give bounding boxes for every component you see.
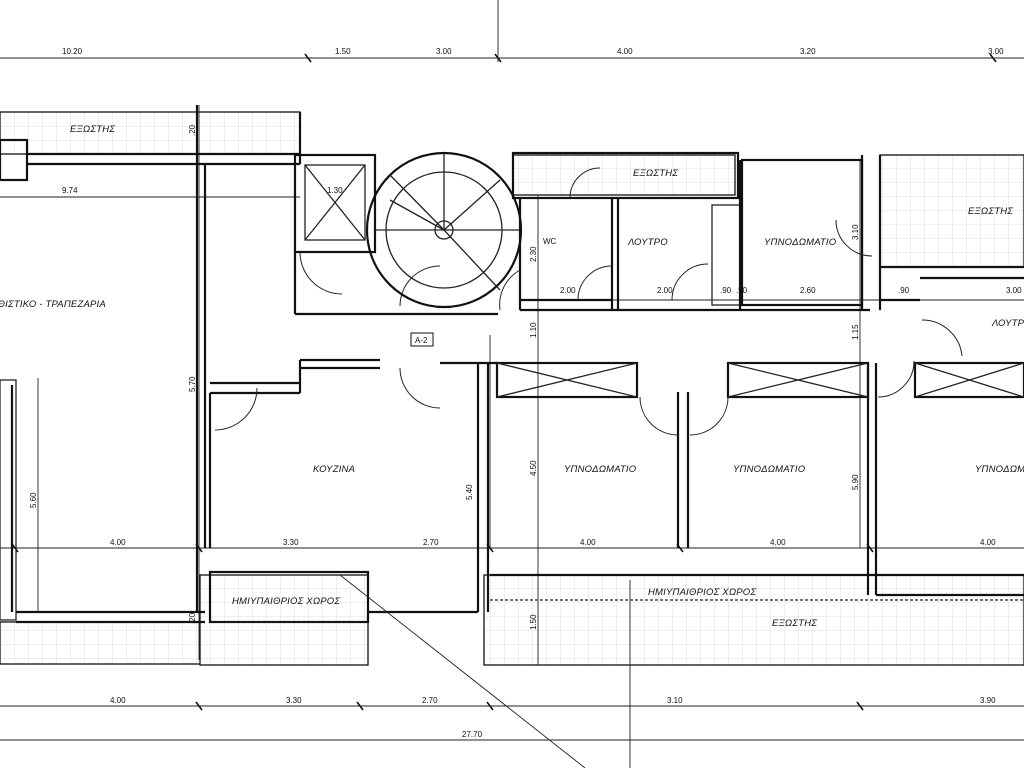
dim-mid-5: 4.00 xyxy=(770,538,786,547)
dim-v-4: 4.50 xyxy=(529,460,538,476)
dim-v-11: .20 xyxy=(188,124,197,136)
room-labels: ΣΑΛΟΝΙ - ΚΑΘΙΣΤΙΚΟ - ΤΡΑΠΕΖΑΡΙΑ ΚΟΥΖΙΝΑ … xyxy=(0,124,1024,629)
dim-bottom-total: 27.70 xyxy=(462,730,483,739)
dim-inner-2: 1.30 xyxy=(327,186,343,195)
dim-top-2: 1.50 xyxy=(335,47,351,56)
dim-v-6: 3.10 xyxy=(851,224,860,240)
balcony-bottom-right xyxy=(483,574,1024,666)
room-kitchen-label: ΚΟΥΖΙΝΑ xyxy=(313,464,355,475)
room-wc-label: WC xyxy=(543,237,557,246)
dim-top-3: 3.00 xyxy=(436,47,452,56)
dim-top-1: 10.20 xyxy=(62,47,83,56)
room-bedroom3-label: ΥΠΝΟΔΩΜΑΤΙΟ xyxy=(975,464,1024,475)
dim-v-12: .20 xyxy=(188,612,197,624)
room-bedroom-top-label: ΥΠΝΟΔΩΜΑΤΙΟ xyxy=(764,237,837,248)
dim-inner-6: .90 xyxy=(736,286,748,295)
room-bedroom1-label: ΥΠΝΟΔΩΜΑΤΙΟ xyxy=(564,464,637,475)
room-semi-right-label: ΗΜΙΥΠΑΙΘΡΙΟΣ ΧΩΡΟΣ xyxy=(648,587,756,598)
dim-bottom-3: 2.70 xyxy=(422,696,438,705)
dim-inner-5: .90 xyxy=(720,286,732,295)
dim-mid-1: 4.00 xyxy=(110,538,126,547)
balcony-top-left xyxy=(0,111,301,155)
room-semi-left-label: ΗΜΙΥΠΑΙΘΡΙΟΣ ΧΩΡΟΣ xyxy=(232,596,340,607)
dim-bottom-1: 4.00 xyxy=(110,696,126,705)
dim-v-7: 2.30 xyxy=(529,246,538,262)
dim-inner-7: 2.60 xyxy=(800,286,816,295)
doors xyxy=(214,167,963,436)
dim-bottom-4: 3.10 xyxy=(667,696,683,705)
dim-top-4: 4.00 xyxy=(617,47,633,56)
room-living-label: ΣΑΛΟΝΙ - ΚΑΘΙΣΤΙΚΟ - ΤΡΑΠΕΖΑΡΙΑ xyxy=(0,299,106,310)
dim-v-8: 1.10 xyxy=(529,322,538,338)
dim-v-3: 5.40 xyxy=(465,484,474,500)
dim-bottom-5: 3.90 xyxy=(980,696,996,705)
dim-v-2: 5.60 xyxy=(29,492,38,508)
dimension-labels: 10.20 1.50 3.00 4.00 3.20 3.00 9.74 1.30… xyxy=(29,47,1022,739)
dim-inner-9: 3.00 xyxy=(1006,286,1022,295)
dim-mid-6: 4.00 xyxy=(980,538,996,547)
dim-v-5: 5.90 xyxy=(851,474,860,490)
section-tag-label: A-2 xyxy=(415,336,428,345)
dim-inner-3: 2.00 xyxy=(560,286,576,295)
room-bedroom2-label: ΥΠΝΟΔΩΜΑΤΙΟ xyxy=(733,464,806,475)
balcony-top-mid xyxy=(512,154,736,196)
dim-top-5: 3.20 xyxy=(800,47,816,56)
balcony-top-mid-label: ΕΞΩΣΤΗΣ xyxy=(633,168,678,179)
dim-inner-8: .90 xyxy=(898,286,910,295)
room-bath1-label: ΛΟΥΤΡΟ xyxy=(627,237,668,248)
section-tag: A-2 xyxy=(410,332,434,347)
balcony-top-left-label: ΕΞΩΣΤΗΣ xyxy=(70,124,115,135)
balcony-top-right-label: ΕΞΩΣΤΗΣ xyxy=(968,206,1013,217)
balcony-bottom-label: ΕΞΩΣΤΗΣ xyxy=(772,618,817,629)
dim-bottom-2: 3.30 xyxy=(286,696,302,705)
dim-mid-4: 4.00 xyxy=(580,538,596,547)
dim-inner-4: 2.00 xyxy=(657,286,673,295)
dim-mid-2: 3.30 xyxy=(283,538,299,547)
dim-v-10: 1.50 xyxy=(529,614,538,630)
dim-inner-1: 9.74 xyxy=(62,186,78,195)
balcony-top-right xyxy=(879,154,1024,268)
dim-v-1: 5.70 xyxy=(188,376,197,392)
room-bath2-label: ΛΟΥΤΡΟ xyxy=(991,318,1024,329)
dim-mid-3: 2.70 xyxy=(423,538,439,547)
dim-v-9: 1.15 xyxy=(851,324,860,340)
balcony-bottom-left xyxy=(0,574,369,666)
dim-top-6: 3.00 xyxy=(988,47,1004,56)
walls xyxy=(0,105,1024,624)
